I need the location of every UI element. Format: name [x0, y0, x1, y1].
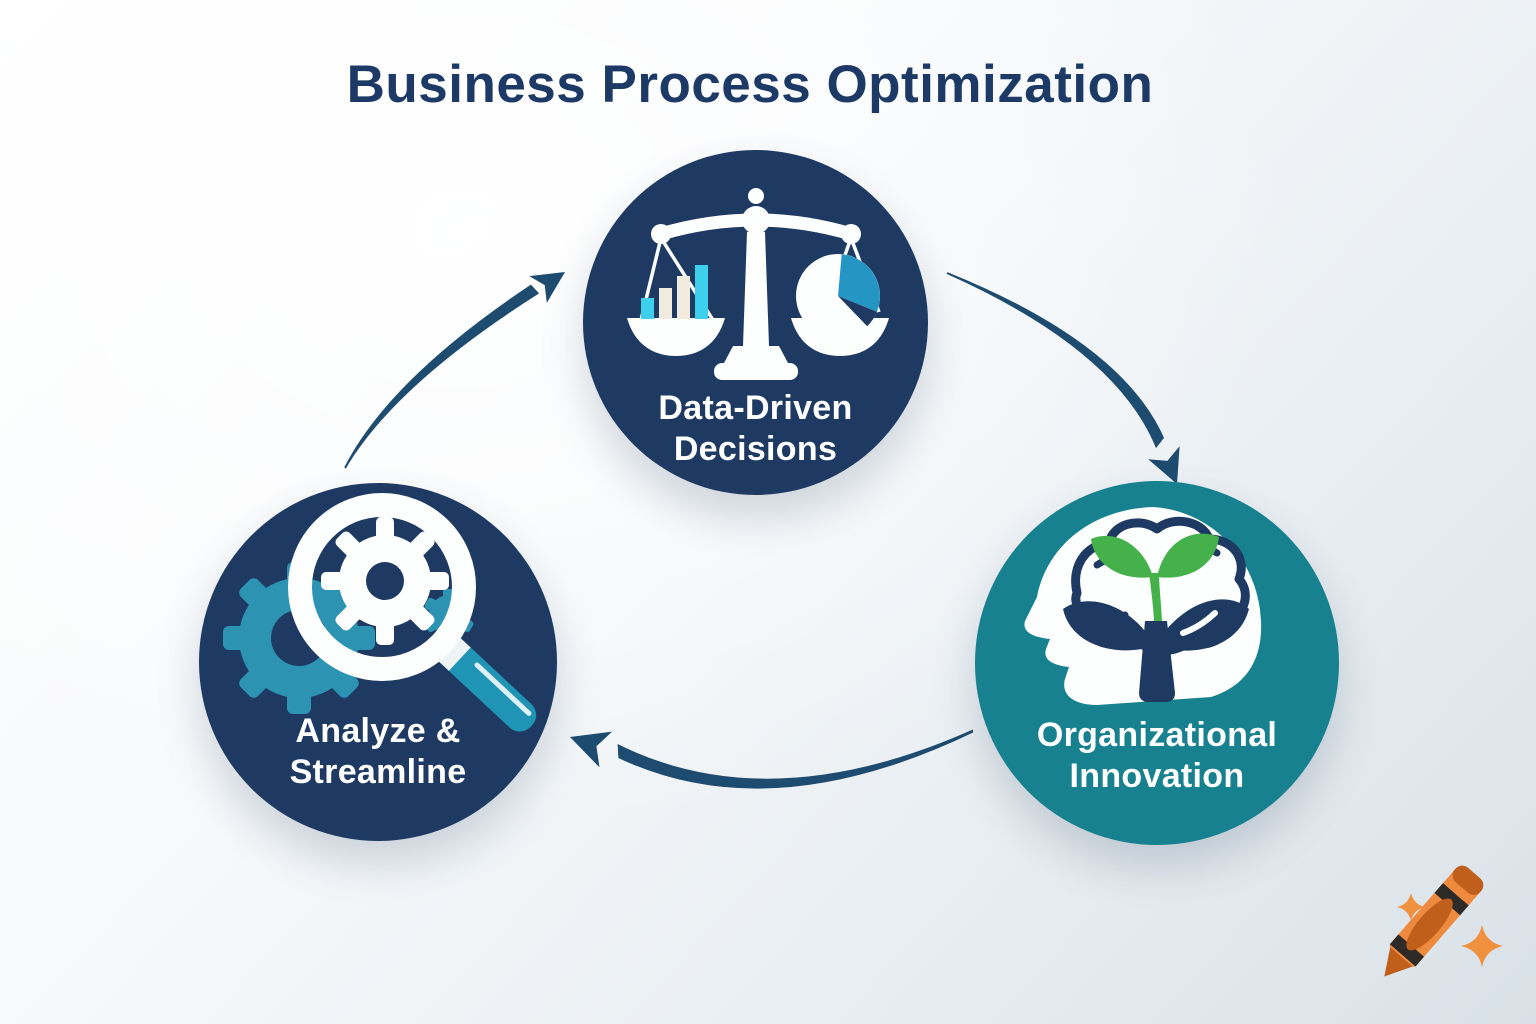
arrow-left-up-icon: [344, 272, 565, 469]
arrow-right-down-icon: [946, 272, 1180, 484]
scale-left-pan: [627, 318, 725, 356]
node-label: Data-Driven Decisions: [658, 389, 853, 469]
head-brain-plant-icon: [1024, 507, 1262, 705]
page-title: Business Process Optimization: [346, 55, 1154, 114]
crayon-icon: [1384, 865, 1484, 977]
node-data-driven-decisions: Data-Driven Decisions: [583, 150, 928, 495]
balance-scale-icon: [627, 188, 889, 380]
node-label: Organizational Innovation: [1036, 716, 1278, 796]
node-analyze-streamline: Analyze & Streamline: [199, 483, 557, 841]
node-label: Analyze & Streamline: [289, 712, 467, 792]
leaf-vein: [1180, 610, 1218, 636]
inner-gear-icon: [321, 517, 449, 645]
magnifier-ring: [288, 493, 476, 681]
sparkle-icon: [1397, 893, 1503, 967]
magnifier-gears-icon: [223, 493, 537, 732]
node-organizational-innovation: Organizational Innovation: [975, 481, 1339, 845]
bar-chart-icon: [641, 265, 708, 319]
sprout-icon: [1091, 533, 1219, 621]
magnifier-handle: [437, 636, 537, 732]
pie-chart-icon: [796, 254, 880, 338]
arrow-bottom-left-icon: [570, 729, 974, 789]
